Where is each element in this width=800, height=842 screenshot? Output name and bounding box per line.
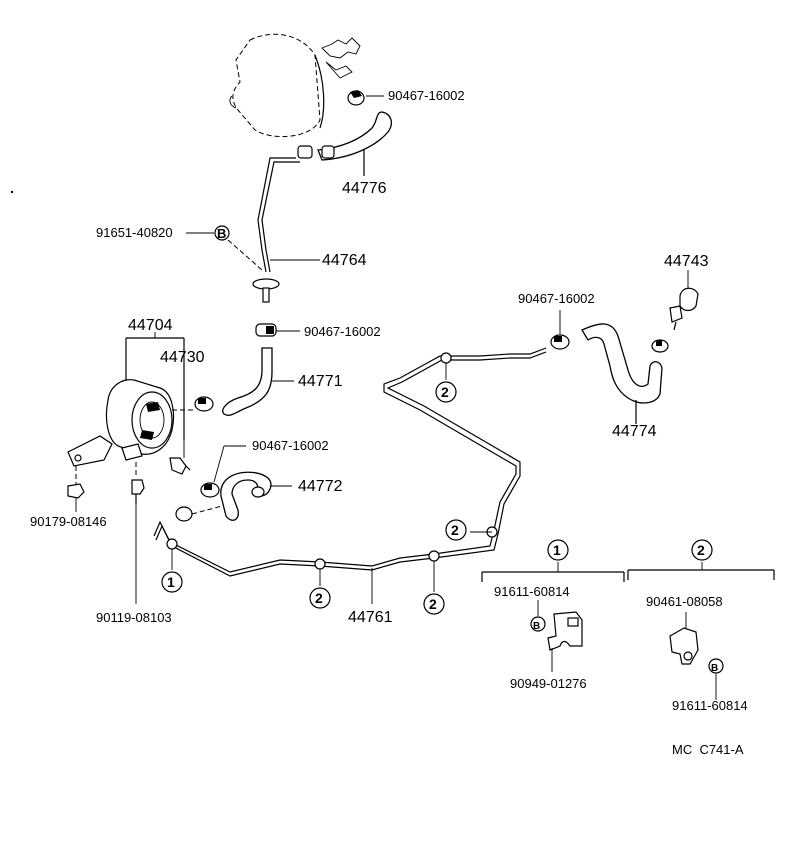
svg-text:2: 2 <box>441 384 449 400</box>
figure-code: MC C741-A <box>672 742 744 757</box>
svg-text:1: 1 <box>167 574 175 590</box>
pipe-44764 <box>227 157 320 303</box>
bolt-mark-91651: B <box>186 225 230 241</box>
vacuum-tank-44704 <box>67 332 196 467</box>
hose-44772 <box>220 471 292 521</box>
hose-44774 <box>581 323 663 424</box>
label-44774: 44774 <box>612 423 657 440</box>
clamp-mid <box>255 323 300 337</box>
svg-text:1: 1 <box>553 542 561 558</box>
nut-90179 <box>67 466 85 512</box>
label-44772: 44772 <box>298 478 343 495</box>
svg-text:2: 2 <box>429 596 437 612</box>
label-44704: 44704 <box>128 317 173 334</box>
svg-text:B: B <box>217 226 226 241</box>
label-90467-mid: 90467-16002 <box>304 324 381 339</box>
svg-text:2: 2 <box>451 522 459 538</box>
brake-booster <box>229 33 361 138</box>
clamp-tank <box>194 396 214 412</box>
callout-circle-2-c: 2 <box>445 519 467 541</box>
callout-group-1 <box>481 562 625 672</box>
label-44730: 44730 <box>160 349 205 366</box>
callout-group-2 <box>627 562 775 700</box>
clamp-right <box>550 310 669 353</box>
clamp-upper-hose <box>297 145 335 159</box>
hose-44771 <box>222 347 294 416</box>
label-44743: 44743 <box>664 253 709 270</box>
svg-text:2: 2 <box>315 590 323 606</box>
label-90467-low: 90467-16002 <box>252 438 329 453</box>
bolt-mark-91611-a: B <box>530 600 546 632</box>
hose-44776 <box>317 111 393 176</box>
speck-mark <box>10 190 14 194</box>
pipe-clip-points <box>166 352 498 592</box>
clamp-top <box>347 90 384 106</box>
bolt-90119 <box>131 462 145 604</box>
check-valve-44743 <box>669 270 699 331</box>
label-90461: 90461-08058 <box>646 594 723 609</box>
label-90179: 90179-08146 <box>30 514 107 529</box>
callout-circle-1-pipe: 1 <box>161 571 183 593</box>
label-91611-a: 91611-60814 <box>494 584 570 599</box>
svg-text:B: B <box>533 621 540 632</box>
label-44776: 44776 <box>342 180 387 197</box>
pipe-44761 <box>153 347 547 604</box>
bolt-mark-91611-b: B <box>708 658 724 674</box>
clamp-low <box>200 445 246 498</box>
label-44761: 44761 <box>348 609 393 626</box>
label-90467-top: 90467-16002 <box>388 88 465 103</box>
svg-text:B: B <box>711 663 718 674</box>
label-91611-b: 91611-60814 <box>672 698 748 713</box>
callout-circle-2-legend: 2 <box>691 539 713 561</box>
label-90119: 90119-08103 <box>96 610 172 625</box>
svg-text:2: 2 <box>697 542 705 558</box>
callout-circle-1-legend: 1 <box>547 539 569 561</box>
callout-circle-2-a: 2 <box>309 587 331 609</box>
check-valve-44730 <box>169 440 191 475</box>
label-44771: 44771 <box>298 373 343 390</box>
label-91651: 91651-40820 <box>96 225 173 240</box>
label-90949: 90949-01276 <box>510 676 587 691</box>
clamp-pipe-end <box>175 505 223 522</box>
label-90467-right: 90467-16002 <box>518 291 595 306</box>
callout-circle-2-b: 2 <box>423 593 445 615</box>
callout-circle-2-d: 2 <box>435 381 457 403</box>
label-44764: 44764 <box>322 252 367 269</box>
